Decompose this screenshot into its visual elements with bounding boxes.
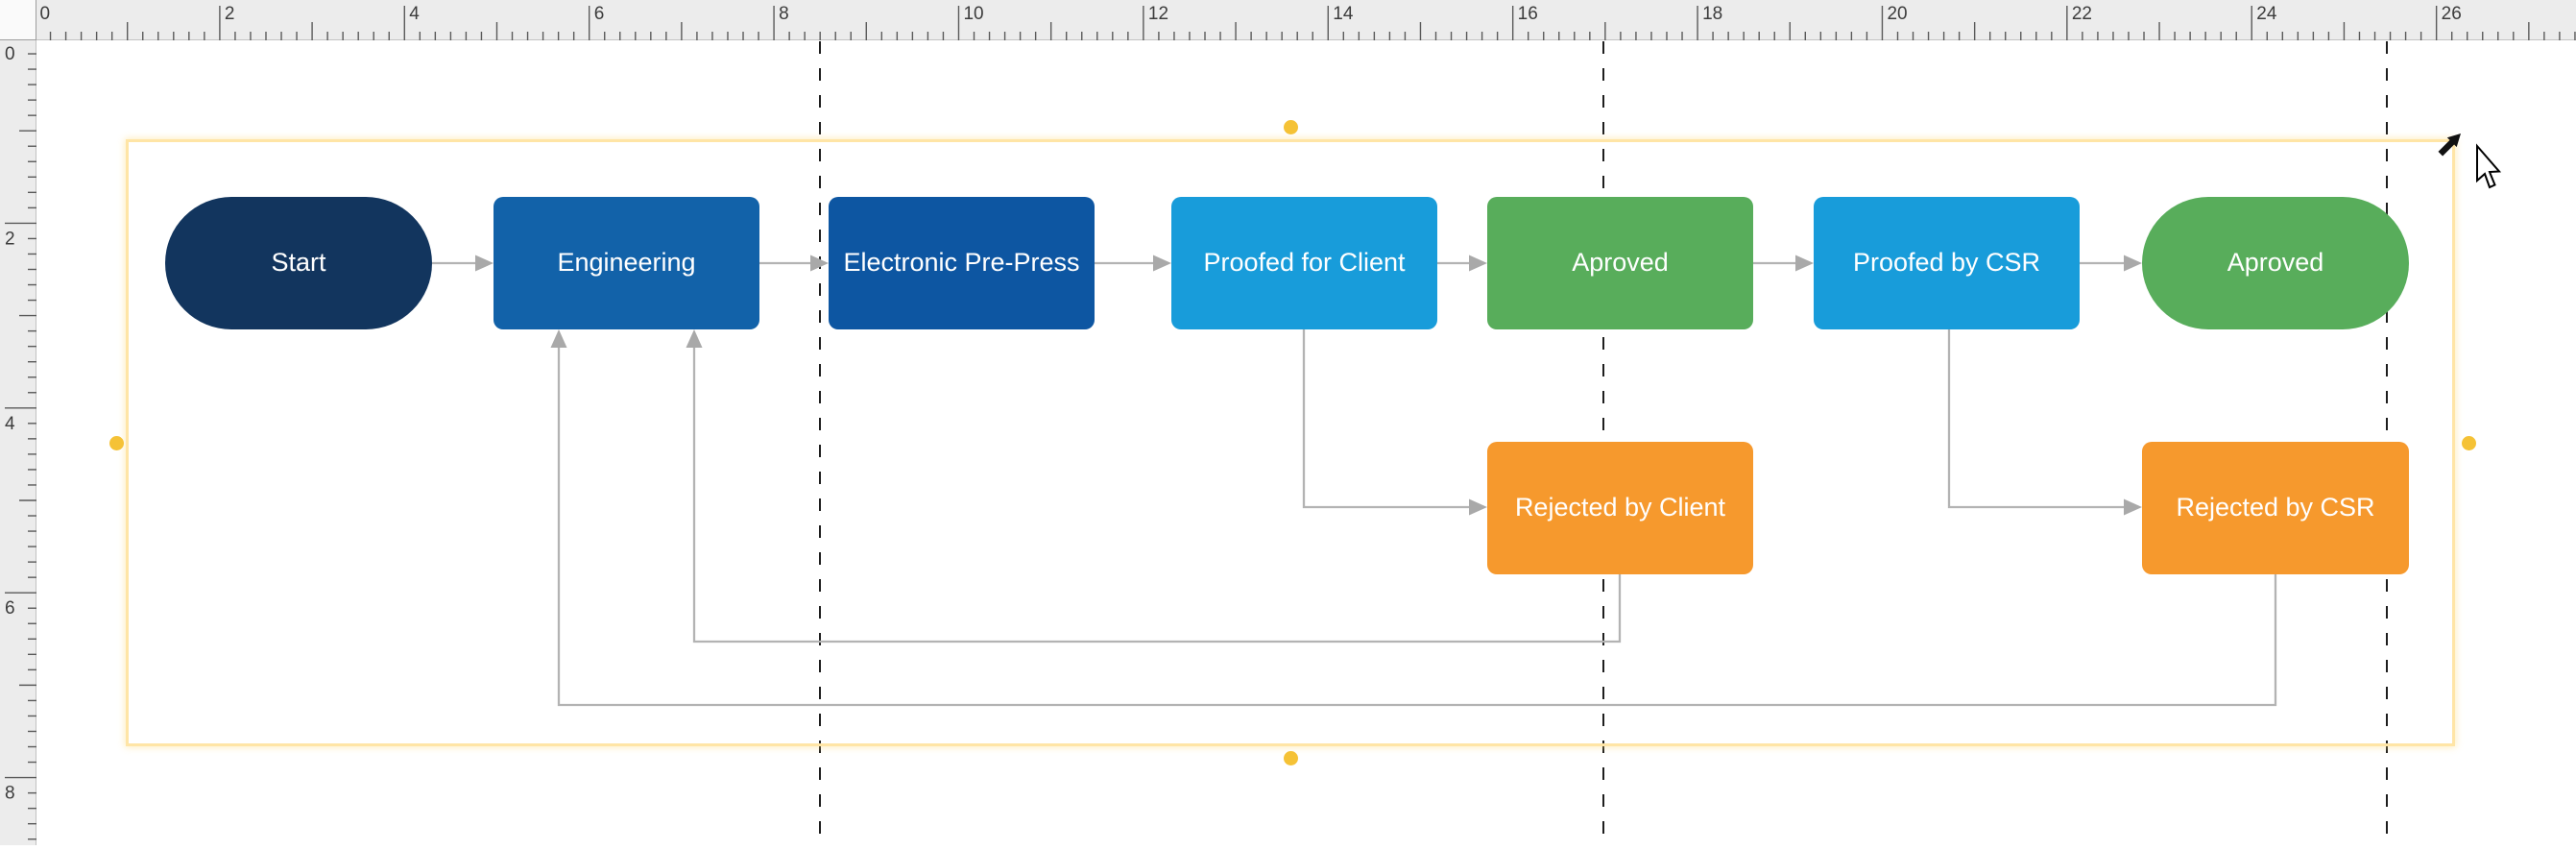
svg-text:16: 16	[1518, 4, 1538, 24]
svg-text:8: 8	[5, 784, 15, 804]
ruler-vertical-ticks: 0 2 4 6 8	[5, 37, 36, 840]
node-rejected-by-client[interactable]: Rejected by Client	[1487, 442, 1753, 574]
svg-text:18: 18	[1702, 4, 1722, 24]
svg-text:20: 20	[1887, 4, 1907, 24]
node-start[interactable]: Start	[165, 197, 432, 329]
svg-text:24: 24	[2256, 4, 2277, 24]
node-proofed-by-csr[interactable]: Proofed by CSR	[1814, 197, 2080, 329]
node-rejected-by-csr[interactable]: Rejected by CSR	[2142, 442, 2409, 574]
svg-text:8: 8	[779, 4, 789, 24]
ruler-vertical[interactable]: 0 2 4 6 8	[0, 37, 36, 845]
selection-handle-bottom[interactable]	[1284, 751, 1298, 765]
selection-handle-right[interactable]	[2462, 436, 2476, 450]
svg-text:0: 0	[5, 44, 15, 64]
ruler-corner-box	[0, 0, 36, 40]
node-electronic-pre-press[interactable]: Electronic Pre-Press	[829, 197, 1095, 329]
selection-bounding-box[interactable]	[126, 139, 2455, 746]
svg-text:4: 4	[409, 4, 420, 24]
svg-text:0: 0	[40, 4, 51, 24]
svg-text:4: 4	[5, 414, 15, 434]
svg-text:10: 10	[963, 4, 983, 24]
node-aproved-2[interactable]: Aproved	[2142, 197, 2409, 329]
node-engineering[interactable]: Engineering	[494, 197, 759, 329]
svg-text:6: 6	[594, 4, 605, 24]
svg-text:2: 2	[225, 4, 235, 24]
svg-text:2: 2	[5, 229, 15, 249]
svg-text:14: 14	[1333, 4, 1354, 24]
node-aproved-1[interactable]: Aproved	[1487, 197, 1753, 329]
svg-text:6: 6	[5, 598, 15, 619]
svg-text:26: 26	[2442, 4, 2462, 24]
node-proofed-for-client[interactable]: Proofed for Client	[1171, 197, 1437, 329]
svg-text:12: 12	[1148, 4, 1168, 24]
selection-handle-left[interactable]	[109, 436, 124, 450]
svg-text:22: 22	[2072, 4, 2092, 24]
selection-handle-top[interactable]	[1284, 120, 1298, 134]
